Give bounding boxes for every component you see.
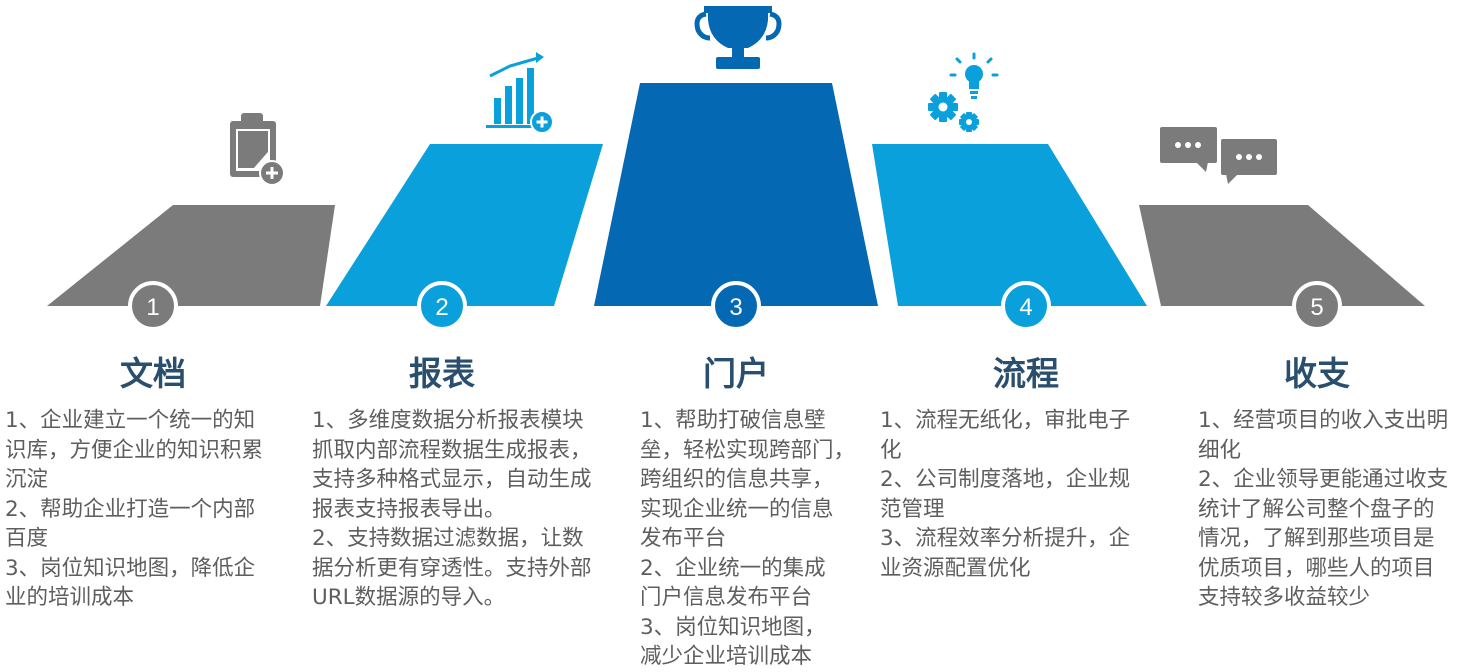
desc-line: 2、支持数据过滤数据，让数 <box>312 526 584 551</box>
desc-line: 范管理 <box>880 496 945 522</box>
number-circle-4: 4 <box>1001 281 1051 331</box>
desc-line: URL数据源的导入。 <box>312 585 506 610</box>
chat-bubbles-icon <box>1160 127 1277 184</box>
desc-line: 2、企业领导更能通过收支 <box>1198 467 1449 492</box>
step-title-4: 流程 <box>993 354 1059 393</box>
desc-line: 细化 <box>1198 437 1242 463</box>
platform-4 <box>872 144 1147 306</box>
number-circle-5: 5 <box>1292 281 1342 331</box>
step-title-5: 收支 <box>1284 354 1350 393</box>
desc-line: 报表支持报表导出。 <box>312 496 506 522</box>
step-title-2: 报表 <box>409 354 475 393</box>
step-desc-3: 1、帮助打破信息壁 垒，轻松实现跨部门， 跨组织的信息共享， 实现企业统一的信息… <box>640 406 875 672</box>
step-number-5: 5 <box>1310 294 1323 321</box>
desc-line: 沉淀 <box>5 467 49 492</box>
desc-line: 3、岗位知识地图，降低企 <box>5 555 256 581</box>
desc-line: 抓取内部流程数据生成报表， <box>312 437 592 463</box>
desc-line: 业资源配置优化 <box>880 555 1031 581</box>
desc-line: 统计了解公司整个盘子的 <box>1198 496 1435 522</box>
number-circle-3: 3 <box>711 281 761 331</box>
desc-line: 2、企业统一的集成 <box>640 555 826 581</box>
desc-line: 1、多维度数据分析报表模块 <box>312 408 584 433</box>
desc-line: 化 <box>880 437 902 463</box>
desc-line: 垒，轻松实现跨部门， <box>640 437 856 463</box>
desc-line: 3、流程效率分析提升，企 <box>880 526 1131 551</box>
desc-line: 识库，方便企业的知识积累 <box>5 437 264 463</box>
step-desc-2: 1、多维度数据分析报表模块 抓取内部流程数据生成报表， 支持多种格式显示，自动生… <box>312 406 632 613</box>
number-circle-2: 2 <box>417 281 467 331</box>
platform-3 <box>594 83 878 306</box>
bar-chart-add-icon <box>486 52 554 134</box>
desc-line: 据分析更有穿透性。支持外部 <box>312 555 592 581</box>
clipboard-add-icon <box>230 113 285 186</box>
desc-line: 百度 <box>5 526 49 551</box>
gears-lightbulb-icon <box>928 52 999 132</box>
desc-line: 情况，了解到那些项目是 <box>1198 526 1435 551</box>
desc-line: 减少企业培训成本 <box>640 644 813 669</box>
number-circle-1: 1 <box>128 281 178 331</box>
desc-line: 支持多种格式显示，自动生成 <box>312 467 592 492</box>
desc-line: 1、流程无纸化，审批电子 <box>880 408 1131 433</box>
step-title-1: 文档 <box>120 354 186 393</box>
platform-5 <box>1139 205 1425 306</box>
desc-line: 优质项目，哪些人的项目 <box>1198 555 1435 581</box>
step-desc-5: 1、经营项目的收入支出明 细化 2、企业领导更能通过收支 统计了解公司整个盘子的… <box>1198 406 1480 613</box>
desc-line: 1、帮助打破信息壁 <box>640 408 826 433</box>
desc-line: 门户信息发布平台 <box>640 585 813 610</box>
step-number-3: 3 <box>729 294 742 321</box>
step-number-1: 1 <box>146 294 159 321</box>
platform-1 <box>47 205 335 306</box>
platform-2 <box>326 144 603 306</box>
step-desc-1: 1、企业建立一个统一的知 识库，方便企业的知识积累 沉淀 2、帮助企业打造一个内… <box>5 406 305 613</box>
desc-line: 1、经营项目的收入支出明 <box>1198 408 1449 433</box>
desc-line: 发布平台 <box>640 526 727 551</box>
desc-line: 跨组织的信息共享， <box>640 467 834 492</box>
desc-line: 1、企业建立一个统一的知 <box>5 408 256 433</box>
desc-line: 实现企业统一的信息 <box>640 496 834 522</box>
step-title-3: 门户 <box>703 354 769 393</box>
desc-line: 支持较多收益较少 <box>1198 585 1371 610</box>
step-number-2: 2 <box>435 294 448 321</box>
step-number-4: 4 <box>1019 294 1032 321</box>
desc-line: 2、公司制度落地，企业规 <box>880 467 1131 492</box>
step-desc-4: 1、流程无纸化，审批电子 化 2、公司制度落地，企业规 范管理 3、流程效率分析… <box>880 406 1180 583</box>
desc-line: 2、帮助企业打造一个内部 <box>5 496 256 522</box>
desc-line: 业的培训成本 <box>5 585 135 610</box>
desc-line: 3、岗位知识地图， <box>640 614 826 640</box>
trophy-icon <box>694 6 782 69</box>
